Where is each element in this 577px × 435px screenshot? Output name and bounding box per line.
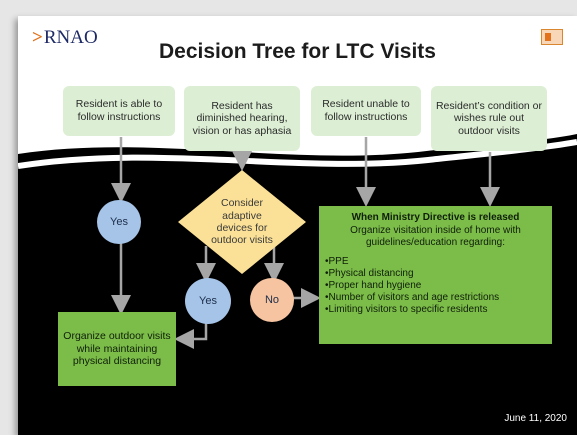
ministry-directive-box: When Ministry Directive is released Orga… [319,206,552,344]
page-title: Decision Tree for LTC Visits [159,40,436,63]
box-diminished-hearing: Resident has diminished hearing, vision … [184,86,300,151]
outdoor-visits-box: Organize outdoor visits while maintainin… [58,312,176,386]
list-item: Number of visitors and age restrictions [325,292,546,304]
corner-logo-icon [541,29,563,45]
ministry-intro: Organize visitation inside of home with … [350,225,521,249]
diamond-text: Consider adaptive devices for outdoor vi… [211,197,273,247]
list-item: Limiting visitors to specific residents [325,304,546,316]
footer-date: June 11, 2020 [504,413,567,424]
box-able-to-follow: Resident is able to follow instructions [63,86,175,136]
box-able-to-follow-text: Resident is able to follow instructions [75,98,163,123]
ministry-list: PPE Physical distancing Proper hand hygi… [325,256,546,317]
slide: >RNAO Decision Tree for LTC Visits Resid… [18,16,577,435]
yes-circle-left: Yes [97,200,141,244]
decision-diamond [178,170,306,274]
no-circle: No [250,278,294,322]
box-unable-to-follow-text: Resident unable to follow instructions [322,98,410,123]
rnao-logo: >RNAO [32,27,98,48]
box-condition-rules-out-text: Resident’s condition or wishes rule out … [435,99,543,137]
box-unable-to-follow: Resident unable to follow instructions [311,86,421,136]
ministry-heading: When Ministry Directive is released [351,212,520,223]
yes-circle-middle: Yes [185,278,231,324]
connector-arrows [111,137,500,349]
box-diminished-hearing-text: Resident has diminished hearing, vision … [192,99,292,137]
outdoor-visits-text: Organize outdoor visits while maintainin… [63,330,171,368]
box-condition-rules-out: Resident’s condition or wishes rule out … [431,86,547,151]
list-item: Physical distancing [325,268,546,280]
list-item: PPE [325,256,546,268]
logo-text: RNAO [43,27,98,48]
list-item: Proper hand hygiene [325,280,546,292]
